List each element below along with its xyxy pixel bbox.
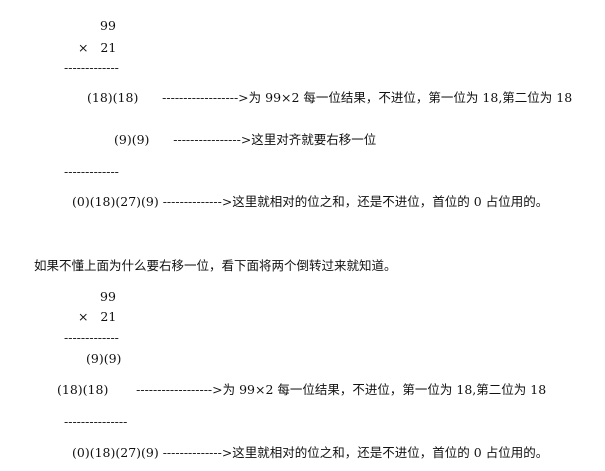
explanation-text: 如果不懂上面为什么要右移一位，看下面将两个倒转过来就知道。: [34, 258, 397, 273]
multiplicand-1: 99: [100, 18, 116, 33]
rule-line-1b: -------------: [64, 164, 119, 179]
multiplier-1: × 21: [78, 40, 117, 55]
multiplicand-2: 99: [100, 289, 116, 304]
rule-line-2b: ---------------: [64, 414, 128, 429]
partial-row-1: (18)(18) ------------------>为 99×2 每一位结果…: [87, 90, 573, 105]
rule-line-2a: -------------: [64, 330, 119, 345]
sum-row-2: (0)(18)(27)(9) -------------->这里就相对的位之和，…: [72, 445, 549, 460]
partial-row-2: (9)(9) ---------------->这里对齐就要右移一位: [114, 132, 377, 147]
multiplier-2: × 21: [78, 309, 117, 324]
sum-row-1: (0)(18)(27)(9) -------------->这里就相对的位之和，…: [72, 194, 549, 209]
partial-row-4: (18)(18) ------------------>为 99×2 每一位结果…: [57, 382, 547, 397]
partial-row-3: (9)(9): [86, 351, 122, 366]
rule-line-1a: -------------: [64, 60, 119, 75]
